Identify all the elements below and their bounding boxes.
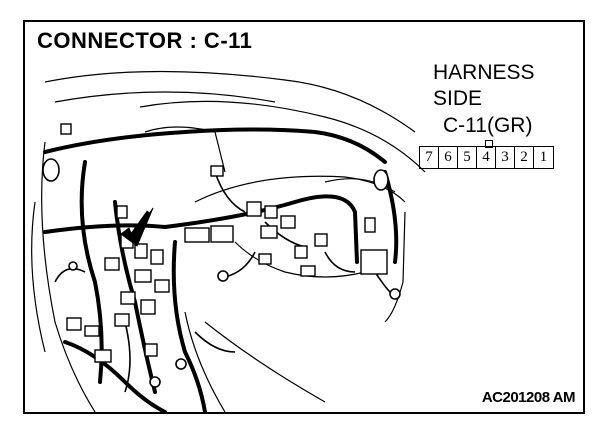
page-title: CONNECTOR : C-11 bbox=[37, 28, 253, 53]
pin-1: 1 bbox=[539, 149, 548, 165]
pin-6: 6 bbox=[439, 147, 458, 168]
connector-name: C-11(GR) bbox=[443, 114, 533, 137]
figure-code: AC201208 AM bbox=[481, 389, 576, 406]
harness-side-label: HARNESS SIDE bbox=[433, 60, 535, 112]
harness-label-line2: SIDE bbox=[433, 87, 483, 110]
harness-label-line1: HARNESS bbox=[433, 61, 535, 84]
pin-7: 7 bbox=[420, 147, 439, 168]
connector-pinout: 7 6 5 4 3 2 1 bbox=[419, 146, 554, 169]
harness-illustration bbox=[31, 70, 491, 412]
diagram-frame: CONNECTOR : C-11 HARNESS SIDE C-11(GR) 7… bbox=[23, 20, 585, 414]
connector-latch-icon bbox=[485, 140, 493, 148]
pin-5: 5 bbox=[458, 147, 477, 168]
pin-4: 4 bbox=[477, 147, 496, 168]
pin-3: 3 bbox=[496, 147, 515, 168]
pin-2: 2 bbox=[515, 147, 534, 168]
